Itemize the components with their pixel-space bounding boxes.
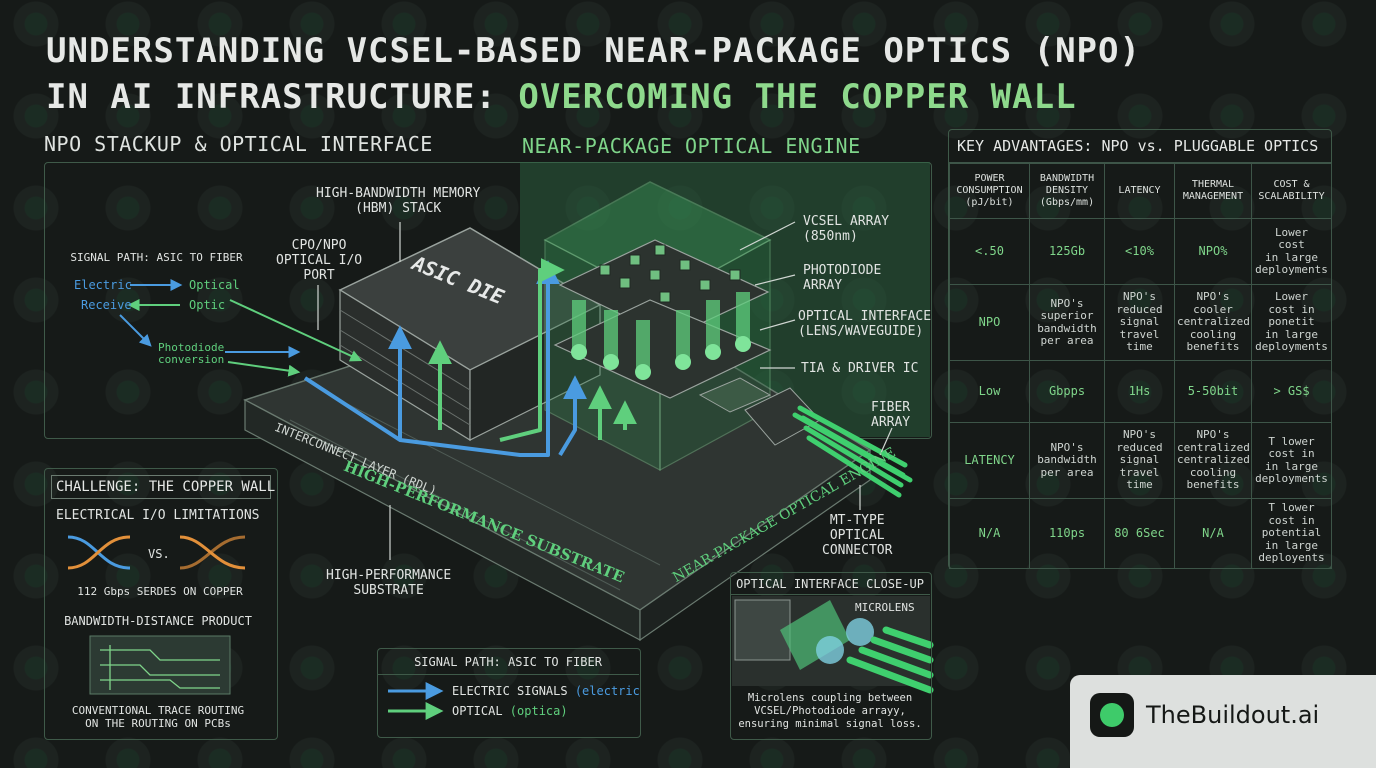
pcb-trace-icon xyxy=(89,635,231,695)
legend-optical: Optical xyxy=(189,278,240,292)
table-cell: <.50 xyxy=(949,218,1030,285)
challenge-serdes: 112 Gbps SERDES ON COPPER xyxy=(77,585,243,598)
title-line-2-white: IN AI INFRASTRUCTURE: xyxy=(46,77,519,117)
table-cell: NPO xyxy=(949,284,1030,361)
signal-legend-divider xyxy=(377,674,639,675)
diagram-signal-paths xyxy=(303,258,637,457)
table-cell: N/A xyxy=(949,498,1030,569)
table-cell: NPO% xyxy=(1174,218,1252,285)
brand-logo-icon xyxy=(1090,693,1134,737)
advantages-header-4: COST &SCALABILITY xyxy=(1251,163,1332,219)
stackup-heading: NPO STACKUP & OPTICAL INTERFACE xyxy=(44,132,433,156)
signal-legend-title: SIGNAL PATH: ASIC TO FIBER xyxy=(414,655,602,669)
table-cell: 80 6Sec xyxy=(1104,498,1175,569)
table-cell: 1Hs xyxy=(1104,360,1175,423)
closeup-panel xyxy=(730,572,932,740)
title-line-2: IN AI INFRASTRUCTURE: OVERCOMING THE COP… xyxy=(46,74,1141,120)
fiber-connector xyxy=(698,377,913,498)
signal-legend-box xyxy=(377,648,641,738)
table-cell: > GS$ xyxy=(1251,360,1332,423)
engine-heading: NEAR-PACKAGE OPTICAL ENGINE xyxy=(522,134,861,158)
legend-optic: Optic xyxy=(189,298,226,312)
label-vcsel: VCSEL ARRAY(850nm) xyxy=(803,214,890,244)
table-cell: 125Gb xyxy=(1029,218,1105,285)
advantages-panel: KEY ADVANTAGES: NPO vs. PLUGGABLE OPTICS… xyxy=(948,129,1332,569)
legend-electric-signals: ELECTRIC SIGNALS (electric xyxy=(452,684,640,698)
label-optical-interface: OPTICAL INTERFACE(LENS/WAVEGUIDE) xyxy=(798,309,932,339)
table-cell: N/A xyxy=(1174,498,1252,569)
challenge-panel: CHALLENGE: THE COPPER WALL xyxy=(44,468,278,740)
table-cell: Low xyxy=(949,360,1030,423)
table-cell: LATENCY xyxy=(949,422,1030,499)
label-tia-driver: TIA & DRIVER IC xyxy=(801,361,919,376)
signal-path-subtitle: SIGNAL PATH: ASIC TO FIBER xyxy=(70,251,243,264)
legend-electric: Electric xyxy=(74,278,132,292)
microlens-closeup-illustration xyxy=(732,596,934,694)
closeup-title: OPTICAL INTERFACE CLOSE-UP xyxy=(736,577,924,591)
title-line-1: UNDERSTANDING VCSEL-BASED NEAR-PACKAGE O… xyxy=(46,31,1141,71)
title-line-2-green: OVERCOMING THE COPPER WALL xyxy=(518,77,1077,117)
table-cell: 5-50bit xyxy=(1174,360,1252,423)
closeup-microlens-label: MICROLENS xyxy=(855,601,915,614)
serdes-comparison-icon xyxy=(67,535,246,570)
advantages-header-2: LATENCY xyxy=(1104,163,1175,219)
legend-optical-signals: OPTICAL (optica) xyxy=(452,704,568,718)
challenge-title: CHALLENGE: THE COPPER WALL xyxy=(51,475,275,499)
leader-lines xyxy=(317,221,893,560)
closeup-divider xyxy=(730,594,930,595)
challenge-bdp: BANDWIDTH-DISTANCE PRODUCT xyxy=(64,614,252,628)
legend-receive: Receive xyxy=(81,298,132,312)
brand-badge[interactable]: TheBuildout.ai xyxy=(1070,675,1376,768)
challenge-io-limitations: ELECTRICAL I/O LIMITATIONS xyxy=(56,508,260,523)
brand-name: TheBuildout.ai xyxy=(1146,701,1320,729)
table-cell: Gbpps xyxy=(1029,360,1105,423)
page-title: UNDERSTANDING VCSEL-BASED NEAR-PACKAGE O… xyxy=(46,28,1141,120)
table-cell: <10% xyxy=(1104,218,1175,285)
optical-engine xyxy=(543,181,772,472)
table-cell: 110ps xyxy=(1029,498,1105,569)
advantages-title: KEY ADVANTAGES: NPO vs. PLUGGABLE OPTICS xyxy=(949,130,1331,163)
label-hbm: HIGH-BANDWIDTH MEMORY(HBM) STACK xyxy=(316,186,481,216)
challenge-vs: VS. xyxy=(148,547,170,561)
legend-box-arrows xyxy=(388,682,444,720)
signal-legend-arrows xyxy=(119,279,363,377)
